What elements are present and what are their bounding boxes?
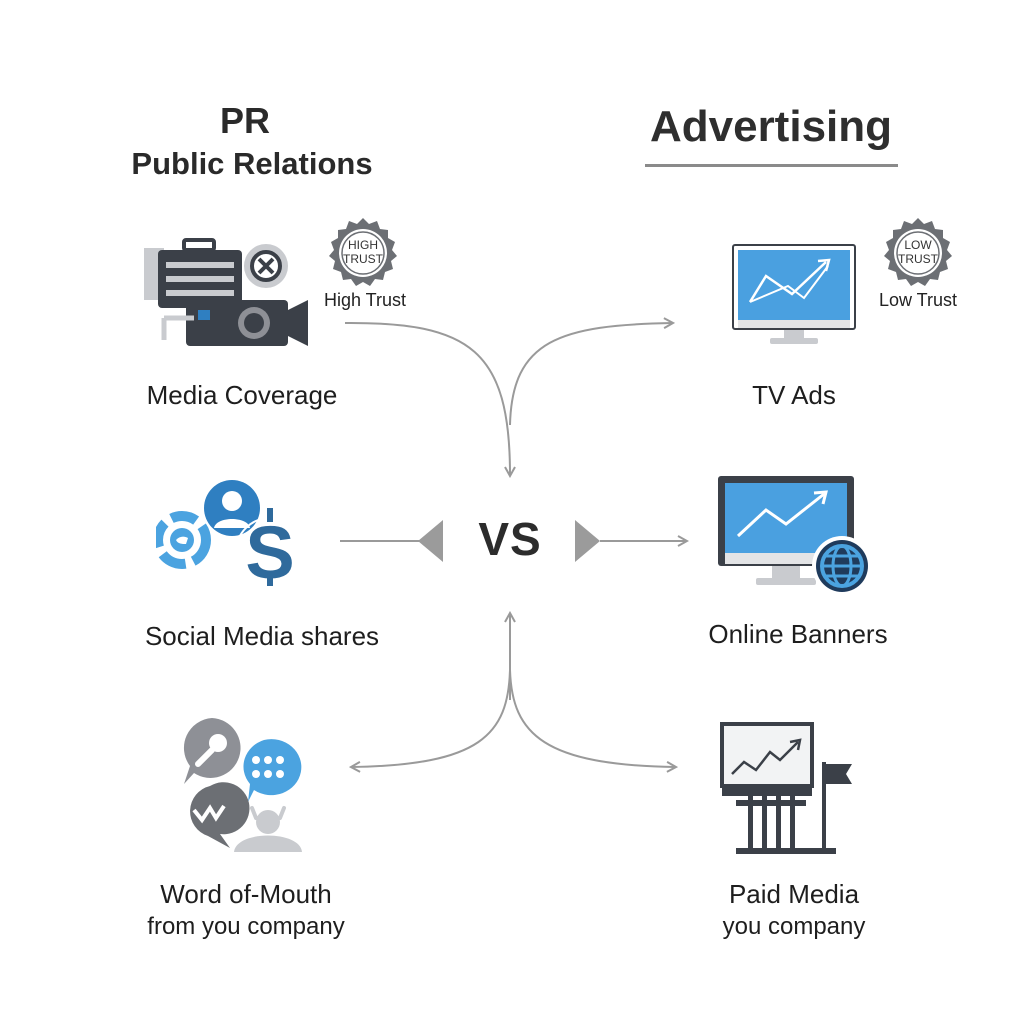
high-trust-badge-icon: HIGH TRUST: [329, 218, 397, 286]
low-trust-label: Low Trust: [878, 290, 958, 310]
online-banners-label: Online Banners: [708, 619, 888, 649]
connector-center-to-paid: [509, 669, 675, 767]
desktop-globe-icon: [718, 476, 872, 596]
speech-bubbles-icon: [183, 718, 302, 852]
vs-arrow-right: [575, 520, 600, 562]
high-trust-label: High Trust: [323, 290, 407, 310]
paid-media-label: Paid Media: [728, 879, 860, 909]
pr-subheading: Public Relations: [131, 146, 373, 181]
svg-text:S: S: [245, 511, 294, 588]
vs-arrow-left: [418, 520, 443, 562]
media-coverage-label: Media Coverage: [146, 380, 338, 410]
low-trust-badge-icon: LOW TRUST: [884, 218, 952, 286]
paid-media-sublabel: you company: [722, 913, 866, 940]
word-of-mouth-label: Word of-Mouth: [160, 879, 332, 909]
advertising-underline: [645, 164, 898, 167]
word-of-mouth-sublabel: from you company: [147, 913, 345, 940]
low-trust-badge-line1: LOW: [904, 238, 932, 252]
billboard-flag-icon: [720, 722, 852, 854]
social-network-icon: S: [156, 480, 305, 588]
social-media-shares-label: Social Media shares: [144, 621, 380, 651]
connector-center-to-wom: [352, 669, 511, 767]
connector-center-to-tv: [509, 323, 672, 426]
connector-media-to-center: [344, 321, 510, 475]
high-trust-badge-line2: TRUST: [343, 252, 384, 266]
pr-heading: PR: [219, 100, 270, 141]
tv-monitor-chart-icon: [732, 244, 856, 344]
vs-label: VS: [478, 513, 542, 565]
low-trust-badge-line2: TRUST: [898, 252, 939, 266]
advertising-heading: Advertising: [649, 102, 893, 151]
tv-ads-label: TV Ads: [752, 380, 836, 410]
high-trust-badge-line1: HIGH: [348, 238, 378, 252]
video-camera-icon: [144, 238, 308, 346]
